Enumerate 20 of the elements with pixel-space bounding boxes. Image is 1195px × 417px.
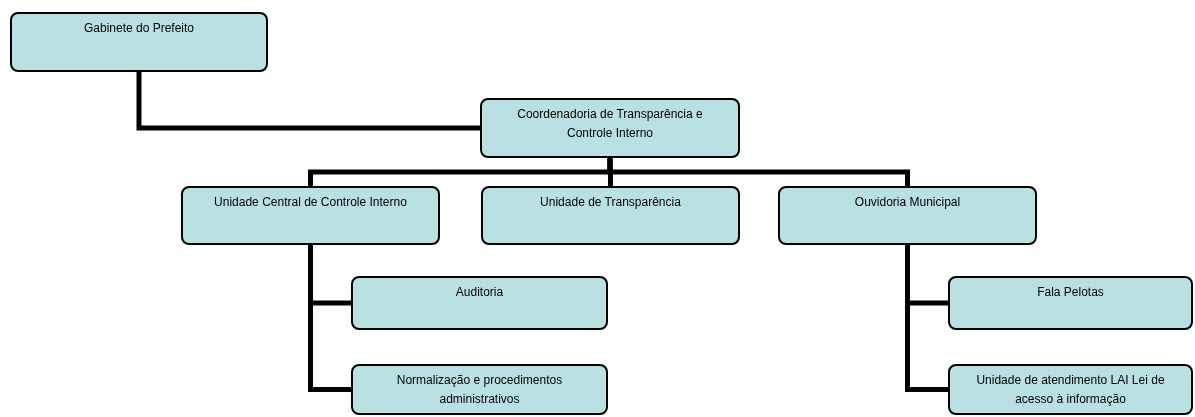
unit-name: Auditoria [454, 284, 505, 301]
org-unit-box [351, 364, 608, 415]
connector-line [136, 72, 480, 131]
unit-name: Unidade de Transparência [539, 194, 682, 211]
unit-name: Coordenadoria de Transparência e Controle Interno [516, 106, 704, 142]
unit-name: Normalização e procedimentos administrativos [395, 372, 564, 408]
org-unit-box [181, 186, 440, 245]
unit-name: Unidade de atendimento LAI Lei de acesso à informação [975, 372, 1166, 408]
org-unit-box [480, 98, 740, 158]
unit-name: Unidade Central de Controle Interno [213, 194, 408, 211]
org-unit-box [778, 186, 1037, 245]
unit-name: Fala Pelotas [1036, 284, 1105, 301]
unit-name: Gabinete do Prefeito [82, 20, 196, 37]
org-unit-box [948, 364, 1193, 415]
org-unit-box [351, 276, 608, 330]
org-unit-box [948, 276, 1193, 330]
org-unit-box [481, 186, 740, 245]
org-unit-box [10, 12, 268, 72]
unit-name: Ouvidoria Municipal [853, 194, 962, 211]
connector-line [607, 158, 910, 186]
